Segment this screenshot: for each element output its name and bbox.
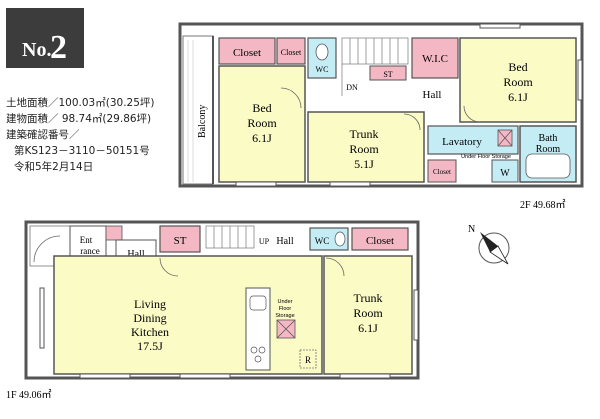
bedroom-left-size: 6.1J xyxy=(252,131,272,145)
trunk-room-2f-size: 5.1J xyxy=(354,157,374,171)
hall-2f-label: Hall xyxy=(423,89,442,101)
door-swing xyxy=(463,105,481,123)
entrance-door-swing xyxy=(33,235,61,263)
bedroom-left xyxy=(218,65,306,183)
permit-date-text: 令和5年2月14日 xyxy=(14,160,93,173)
property-info: 土地面積／100.03㎡(30.25坪) 建物面積／ 98.74㎡(29.86坪… xyxy=(6,96,155,173)
windows-1f xyxy=(39,287,419,379)
bedroom-left-name: Bed xyxy=(252,101,271,115)
storage-2f xyxy=(369,65,407,81)
bathtub-icon xyxy=(525,153,571,179)
ldk-name-3: Kitchen xyxy=(131,325,169,339)
bedroom-right-name2: Room xyxy=(503,75,533,89)
badge-prefix: No. xyxy=(22,39,51,61)
closet-1f-label: Closet xyxy=(366,235,394,247)
first-floor-area-label: 1F 49.06㎡ xyxy=(6,389,52,401)
under-floor-label-3: Storage xyxy=(275,313,294,319)
hall-1f-center-label: Hall xyxy=(276,236,293,247)
trunk-room-1f-size: 6.1J xyxy=(358,321,378,335)
door-swing xyxy=(325,257,345,277)
washer-space xyxy=(491,159,519,183)
storage-1f xyxy=(159,225,201,253)
staircase-2f xyxy=(341,37,409,96)
storage-2f-label: ST xyxy=(383,70,392,79)
toilet-fixture-icon xyxy=(334,231,346,247)
walk-in-closet xyxy=(411,37,459,79)
ldk-name-2: Dining xyxy=(133,311,166,325)
second-floor-plan: Balcony Closet Closet Bed Room 6.1J WC D xyxy=(178,22,584,188)
closet-1f xyxy=(351,227,409,251)
trunk-room-2f xyxy=(307,111,425,183)
refrigerator-label: R xyxy=(305,355,311,365)
bathroom-name2: Room xyxy=(536,144,561,155)
badge-number: 2 xyxy=(50,29,67,66)
living-dining-kitchen xyxy=(53,255,323,375)
trunk-room-2f-name: Trunk xyxy=(350,127,379,141)
windows-2f xyxy=(235,23,583,187)
compass-needle-south-icon xyxy=(489,245,509,265)
stair-up-label: UP xyxy=(259,237,270,246)
under-floor-storage-label: Under Floor Storage xyxy=(461,154,511,160)
door-swing xyxy=(280,87,302,109)
trunk-room-1f xyxy=(323,255,413,375)
closet-2-label: Closet xyxy=(281,48,302,57)
plan-number-badge: No. 2 xyxy=(6,8,84,68)
balcony-label: Balcony xyxy=(197,105,208,138)
second-floor-area-label: 2F 49.68㎡ xyxy=(520,199,566,211)
small-closet-2f xyxy=(427,159,457,183)
shoe-closet xyxy=(105,225,123,241)
closet-1 xyxy=(218,37,276,65)
refrigerator-space xyxy=(299,349,317,369)
toilet-2f-label: WC xyxy=(316,65,329,74)
sink-icon xyxy=(249,295,267,311)
entrance-label2: rance xyxy=(80,246,99,256)
compass-north-label: N xyxy=(468,224,475,235)
small-closet-2f-label: Closet xyxy=(433,168,451,176)
staircase-1f xyxy=(205,225,255,249)
hall-1f-left-label: Hall xyxy=(127,249,144,260)
compass-needle-north-icon xyxy=(480,232,498,252)
washer-label: W xyxy=(500,168,510,179)
door-swing xyxy=(159,257,179,277)
trunk-room-2f-name2: Room xyxy=(349,142,379,156)
closet-1-label: Closet xyxy=(233,47,261,59)
storage-1f-label: ST xyxy=(174,235,187,247)
closet-2 xyxy=(276,37,306,65)
trunk-room-1f-name: Trunk xyxy=(354,291,383,305)
door-swing xyxy=(403,113,421,131)
ldk-name-1: Living xyxy=(134,297,166,311)
walk-in-closet-label: W.I.C xyxy=(422,53,448,65)
permit-label-text: 建築確認番号／ xyxy=(6,128,80,141)
compass: N xyxy=(468,224,510,265)
stair-down-label: DN xyxy=(346,83,358,92)
land-area-text: 土地面積／100.03㎡(30.25坪) xyxy=(6,96,155,109)
bathroom-name: Bath xyxy=(539,133,558,144)
bedroom-right-size: 6.1J xyxy=(508,90,528,104)
trunk-room-1f-name2: Room xyxy=(353,306,383,320)
under-floor-label-2: Floor xyxy=(279,306,292,312)
bedroom-left-name2: Room xyxy=(247,116,277,130)
entrance-label: Ent xyxy=(80,235,93,245)
lavatory-label: Lavatory xyxy=(442,136,482,148)
bedroom-right xyxy=(459,37,577,123)
permit-number-text: 第KS123－3110－50151号 xyxy=(14,144,150,157)
stove-icon xyxy=(250,346,266,363)
bedroom-right-name: Bed xyxy=(508,60,527,74)
ldk-size: 17.5J xyxy=(137,339,163,353)
balcony-hatch xyxy=(187,40,194,182)
toilet-fixture-icon xyxy=(315,43,329,61)
building-area-text: 建物面積／ 98.74㎡(29.86坪) xyxy=(6,112,151,125)
first-floor-plan: Ent rance Hall ST UP Hall WC Closet Livi… xyxy=(24,220,420,380)
toilet-1f-label: WC xyxy=(315,236,330,246)
under-floor-label-1: Under xyxy=(278,299,293,305)
badge-background xyxy=(6,8,84,68)
